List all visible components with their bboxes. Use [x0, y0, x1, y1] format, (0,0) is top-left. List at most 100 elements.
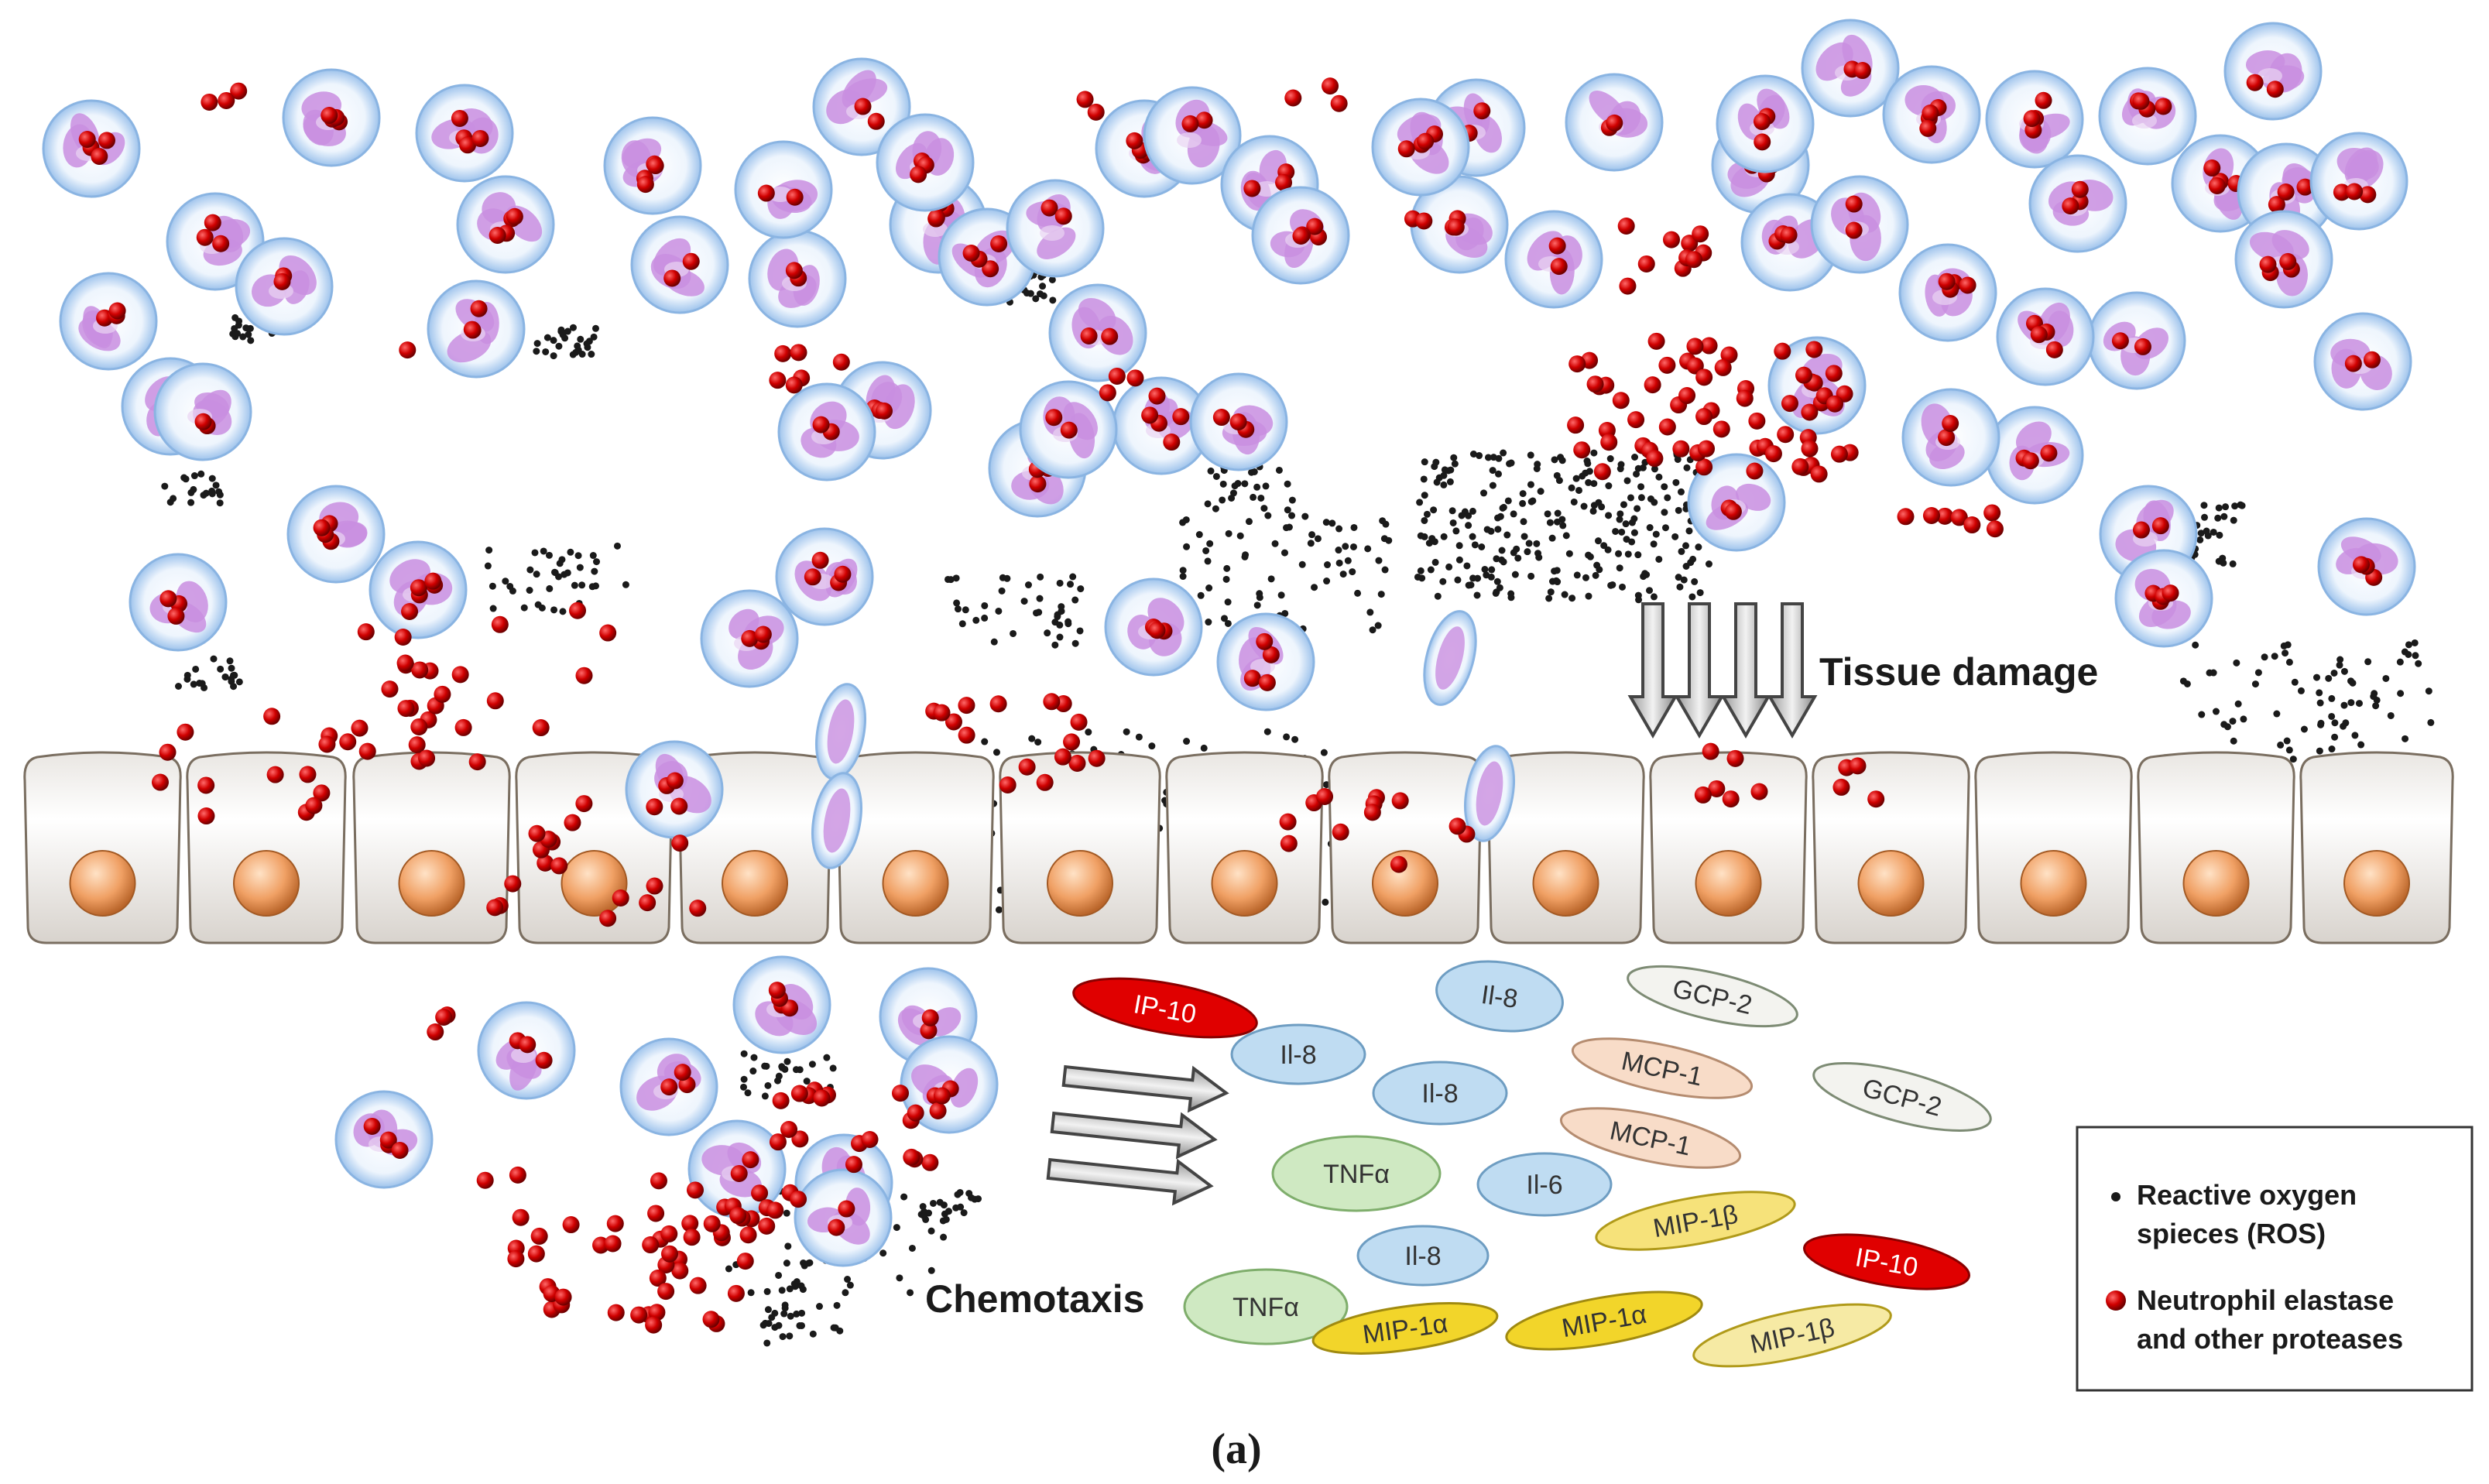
ros-particle — [1680, 576, 1688, 584]
ros-particle — [1492, 589, 1500, 597]
ros-particle — [1225, 530, 1233, 537]
ros-particle — [1592, 571, 1599, 579]
ros-particle — [1414, 573, 1421, 581]
neutrophil — [456, 175, 555, 274]
ros-particle — [1537, 488, 1544, 495]
protease-granule — [1068, 754, 1086, 772]
ros-particle — [1236, 532, 1244, 540]
ros-particle — [1257, 494, 1265, 502]
ros-particle — [962, 606, 969, 614]
protease-granule — [1791, 458, 1809, 475]
ros-particle — [2425, 687, 2432, 695]
ros-particle — [1207, 467, 1215, 475]
ros-particle — [1301, 512, 1309, 520]
protease-granule — [1774, 342, 1791, 360]
ros-particle — [2405, 641, 2412, 649]
ros-particle — [190, 472, 198, 480]
ros-particle — [2233, 659, 2240, 667]
ros-particle — [1440, 533, 1448, 540]
ros-particle — [2325, 674, 2333, 682]
ros-particle — [1275, 466, 1283, 474]
ros-particle — [1555, 477, 1563, 485]
cytokine-il8: Il-8 — [1435, 960, 1564, 1033]
ros-particle — [927, 1227, 935, 1235]
ros-particle — [1260, 505, 1268, 512]
neutrophil — [2223, 22, 2323, 121]
ros-particle — [588, 351, 595, 358]
cytokine-il8: Il-8 — [1230, 1023, 1366, 1085]
ros-particle — [183, 671, 191, 679]
ros-particle — [1646, 524, 1654, 532]
ros-particle — [1682, 542, 1690, 550]
ros-particle — [1263, 728, 1271, 735]
neutrophil — [700, 589, 799, 688]
ros-particle — [2342, 719, 2350, 727]
ros-particle — [1379, 517, 1387, 525]
ros-particle — [1630, 529, 1638, 536]
ros-particle — [1247, 468, 1255, 476]
ros-particle — [2336, 656, 2344, 663]
ros-particle — [1623, 536, 1630, 543]
protease-granule — [159, 743, 177, 761]
ros-particle — [1624, 550, 1632, 558]
ros-particle — [1212, 472, 1220, 480]
ros-particle — [533, 571, 540, 578]
ros-particle — [1283, 524, 1291, 532]
protease-granule — [958, 697, 975, 715]
ros-particle — [1473, 591, 1481, 599]
ros-particle — [1605, 512, 1613, 519]
ros-particle — [556, 560, 564, 567]
protease-granule — [671, 1262, 689, 1280]
ros-particle — [2336, 661, 2343, 669]
neutrophil — [334, 1090, 434, 1189]
ros-particle — [1065, 618, 1072, 625]
protease-granule — [1695, 408, 1713, 426]
ros-particle — [569, 351, 577, 358]
ros-particle — [1633, 470, 1640, 478]
ros-particle — [939, 1217, 947, 1225]
ros-particle — [2370, 693, 2378, 701]
legend-ros-line2: spieces (ROS) — [2137, 1218, 2326, 1249]
ros-particle — [1204, 557, 1212, 565]
ros-particle — [1277, 591, 1285, 599]
neutrophil — [794, 1168, 893, 1267]
ros-particle — [1493, 577, 1501, 585]
protease-granule — [1018, 758, 1036, 776]
right-arrow — [1050, 1111, 1218, 1160]
ros-particle — [571, 581, 578, 589]
ros-particle — [564, 569, 571, 577]
ros-particle — [567, 548, 574, 556]
ros-particle — [1507, 459, 1515, 467]
protease-granule — [468, 753, 486, 771]
ros-particle — [2198, 711, 2206, 718]
neutrophil — [619, 1037, 718, 1136]
ros-particle — [228, 677, 235, 685]
ros-particle — [1364, 545, 1372, 553]
ros-particle — [919, 1203, 927, 1211]
ros-particle — [1683, 464, 1691, 471]
ros-particle — [800, 1260, 807, 1267]
neutrophil — [1898, 243, 1997, 342]
ros-particle — [591, 324, 599, 332]
ros-particle — [1480, 489, 1488, 497]
ros-particle — [2340, 667, 2348, 675]
ros-particle — [1641, 570, 1649, 577]
ros-particle — [1520, 518, 1527, 526]
ros-particle — [1322, 898, 1329, 906]
ros-particle — [1344, 557, 1352, 564]
ros-particle — [908, 1244, 916, 1252]
ros-particle — [1534, 550, 1542, 557]
ros-particle — [1631, 453, 1639, 461]
ros-particle — [1590, 480, 1598, 488]
ros-particle — [761, 1062, 769, 1070]
cytokine-ip10: IP-10 — [1803, 1233, 1970, 1290]
ros-particle — [574, 346, 582, 354]
ros-particle — [1032, 295, 1040, 303]
protease-granule — [486, 899, 504, 917]
ros-particle — [2222, 503, 2230, 511]
ros-particle — [1650, 540, 1658, 548]
ros-particle — [1288, 496, 1296, 504]
protease-granule — [507, 1250, 525, 1268]
ros-particle — [1586, 553, 1594, 560]
neutrophil — [235, 237, 334, 336]
